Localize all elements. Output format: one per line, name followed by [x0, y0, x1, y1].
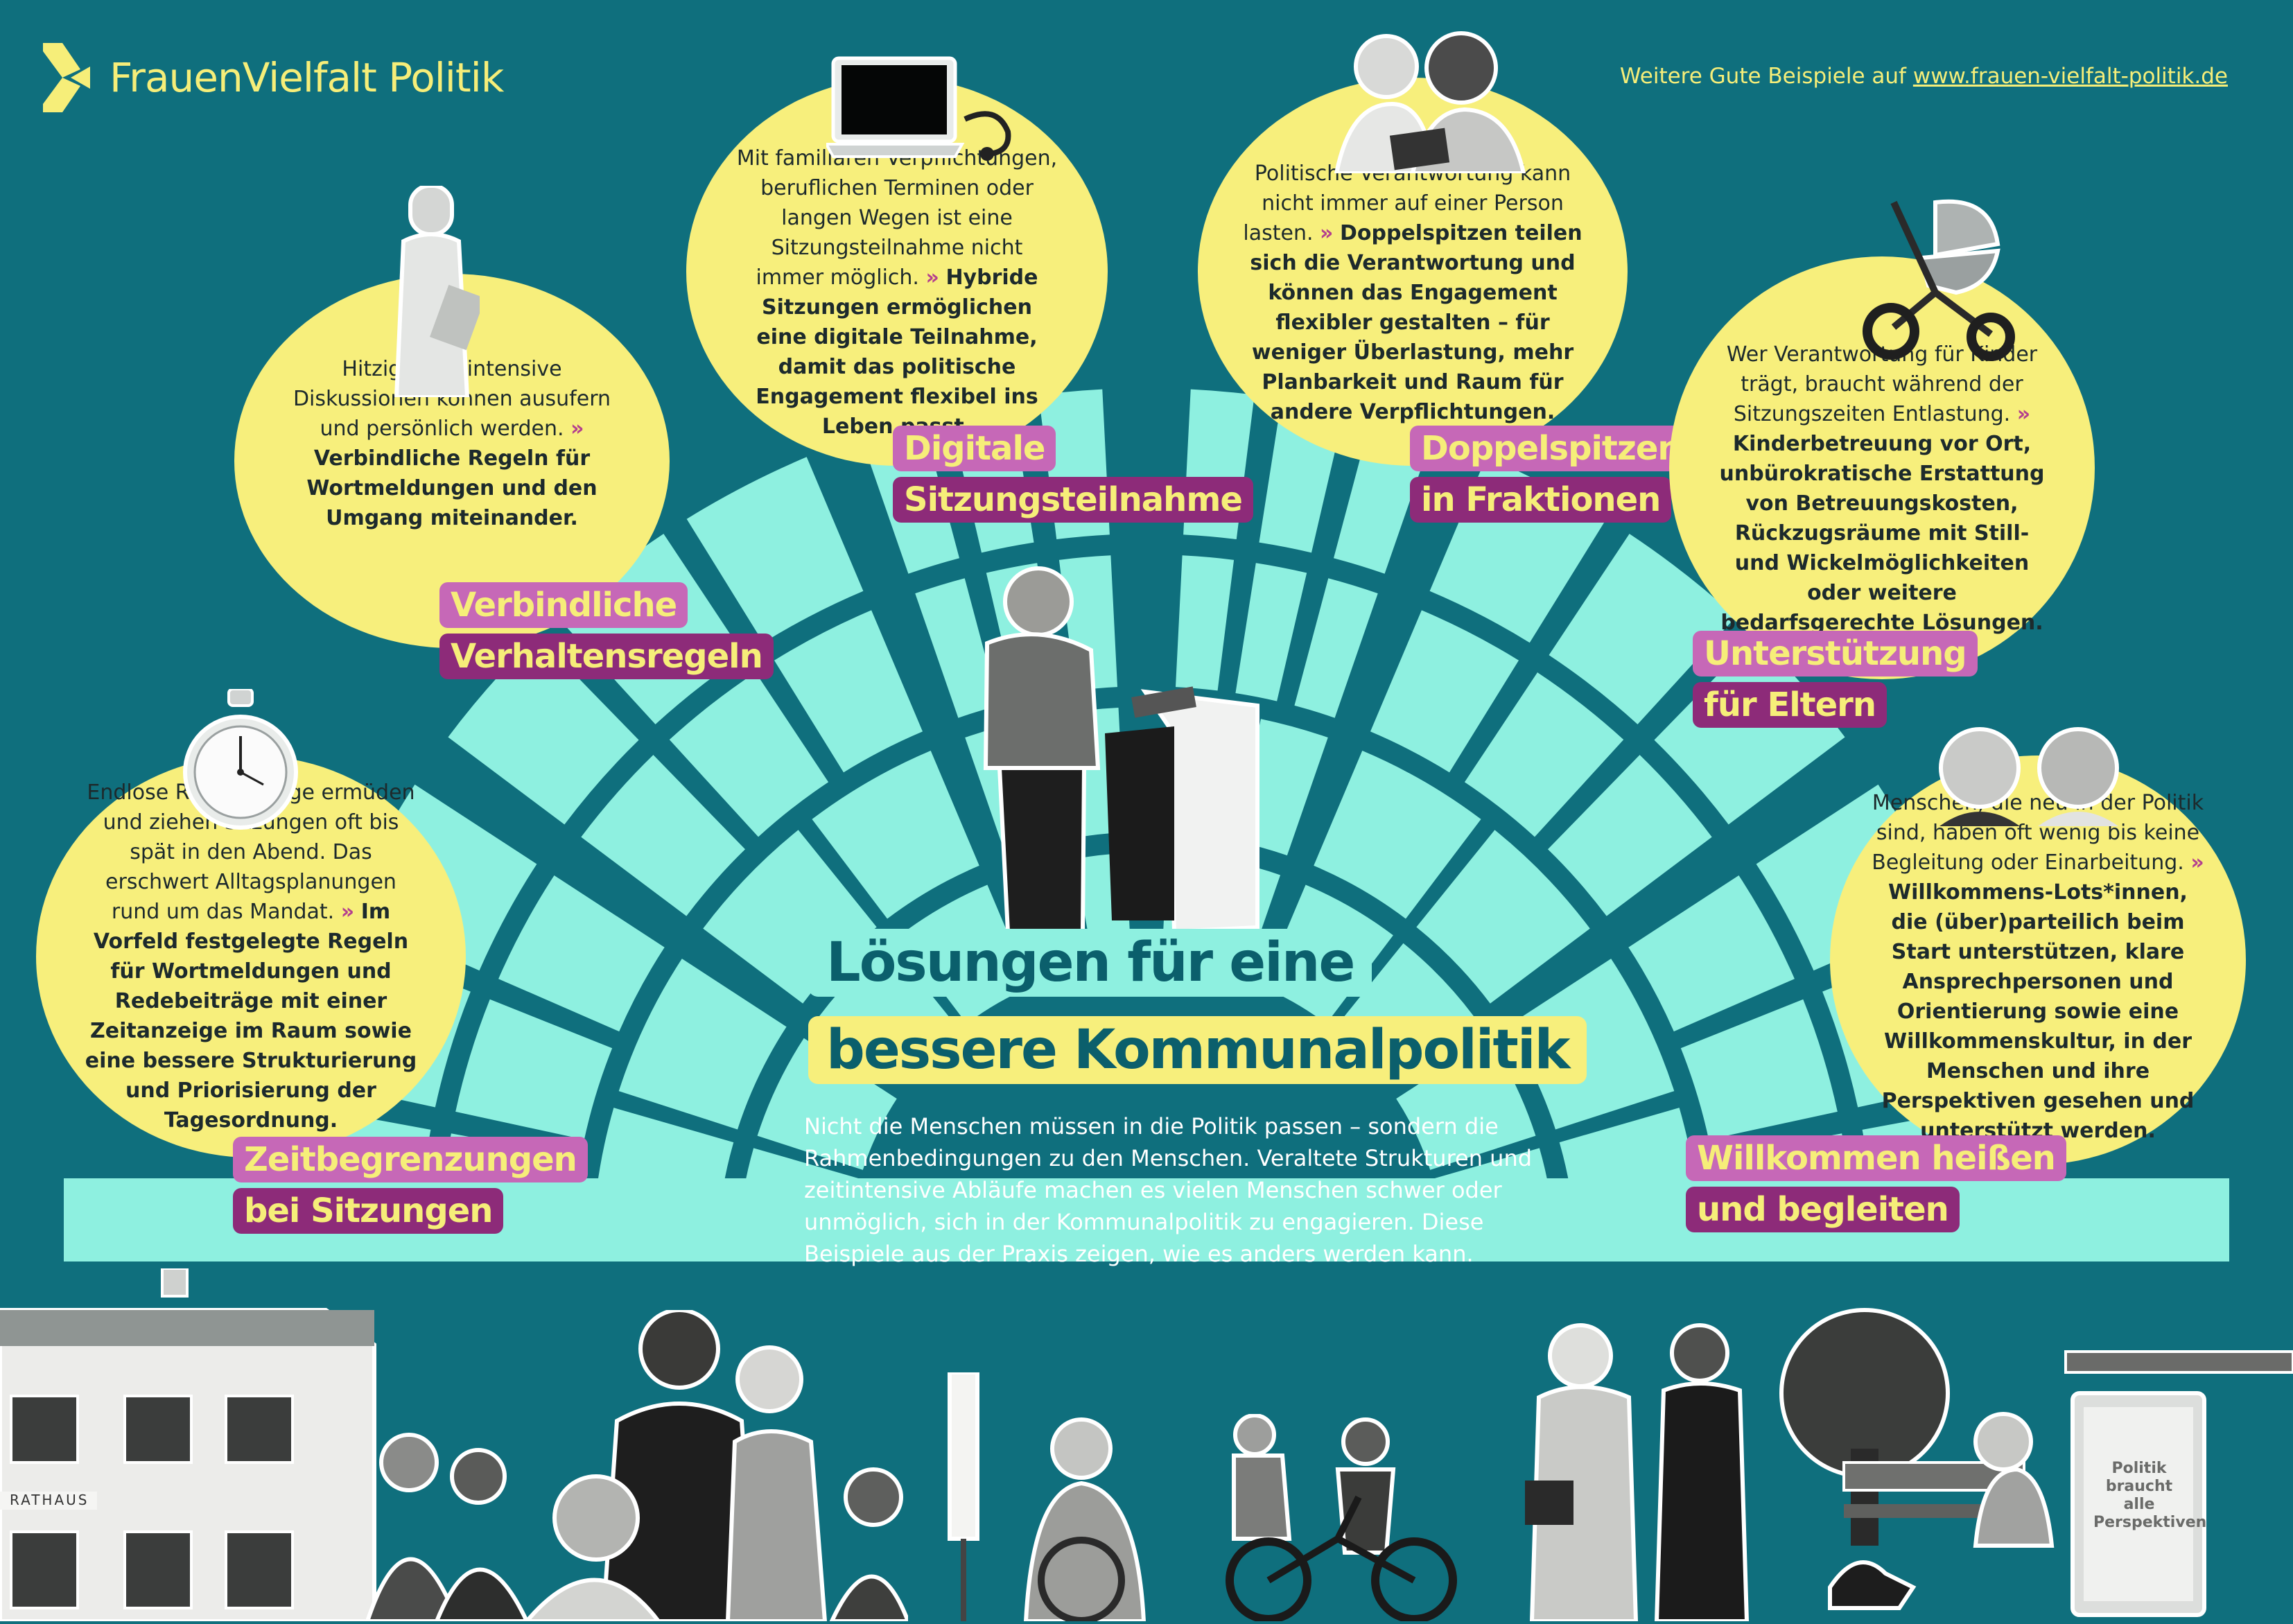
photo-audience-group — [354, 1308, 912, 1623]
arch-seat-block — [448, 636, 639, 825]
photo-park-bench-bus-stop: Politik braucht alle Perspektiven — [1775, 1296, 2293, 1621]
stopwatch-icon — [182, 688, 299, 835]
headline-line-1-box: Lösungen für eine — [808, 929, 1372, 997]
bubble-text: Mit familiären Verpflichtungen, beruflic… — [736, 146, 1058, 439]
arch-seat-block — [812, 751, 979, 919]
arch-seat-block — [1235, 563, 1307, 701]
tag-line-1: Doppelspitzen — [1410, 426, 1692, 471]
tag-line-1: Willkommen heißen — [1686, 1135, 2066, 1181]
photo-walking-people — [1518, 1321, 1768, 1623]
tag-line-1: Zeitbegrenzungen — [233, 1137, 588, 1182]
bubble-text: Menschen, die neu in der Politik sind, h… — [1872, 791, 2204, 1143]
photo-rathaus: RATHAUS — [0, 1267, 380, 1623]
arch-seat-block — [1294, 578, 1378, 718]
website-prefix: Weitere Gute Beispiele auf — [1619, 64, 1906, 89]
arch-seat-block — [455, 999, 613, 1140]
logo-text: FrauenVielfalt Politik — [110, 54, 504, 101]
arch-seat-block — [581, 755, 746, 916]
bubble-text: Hitzige und intensive Diskussionen könne… — [293, 357, 611, 530]
arch-seat-block — [1175, 555, 1235, 691]
photo-speaker-lectern — [966, 560, 1260, 934]
arch-seat-block — [1464, 672, 1624, 837]
arch-seat-block — [1549, 534, 1736, 725]
arch-seat-block — [1680, 999, 1838, 1140]
arch-seat-block — [618, 959, 787, 1130]
logo-icon — [43, 43, 90, 112]
arch-seat-block — [1416, 830, 1590, 1004]
tag-zeitbegrenzungen: Zeitbegrenzungen bei Sitzungen — [233, 1137, 588, 1234]
arch-seat-block — [1628, 875, 1795, 1032]
bubble-text: Politische Verantwortung kann nicht imme… — [1243, 161, 1583, 424]
arch-seat-block — [1547, 755, 1712, 916]
arch-seat-block — [686, 457, 864, 643]
laptop-icon — [823, 55, 1026, 164]
bubble-eltern: Wer Verantwortung für Kinder trägt, brau… — [1669, 256, 2095, 679]
tag-line-2: für Eltern — [1693, 682, 1887, 728]
website-link[interactable]: www.frauen-vielfalt-politik.de — [1912, 64, 2228, 89]
headline-line-2-box: bessere Kommunalpolitik — [808, 1016, 1587, 1084]
headline-line-1: Lösungen für eine — [808, 929, 1372, 997]
bubble-willkommen: Menschen, die neu in der Politik sind, h… — [1830, 756, 2246, 1164]
tag-line-1: Unterstützung — [1693, 631, 1978, 676]
arch-seat-block — [757, 1038, 897, 1170]
tag-eltern: Unterstützung für Eltern — [1693, 631, 1978, 728]
tag-digitale-sitzung: Digitale Sitzungsteilnahme — [893, 426, 1253, 523]
tag-doppelspitzen: Doppelspitzen in Fraktionen — [1410, 426, 1692, 523]
tag-line-1: Verbindliche — [439, 582, 688, 628]
bubble-text: Endlose Redebeiträge ermüden und ziehen … — [85, 780, 417, 1133]
bubble-text: Wer Verantwortung für Kinder trägt, brau… — [1719, 342, 2045, 635]
tag-line-2: Verhaltensregeln — [439, 634, 774, 679]
stroller-icon — [1852, 189, 2025, 362]
tag-line-2: bei Sitzungen — [233, 1188, 504, 1234]
website-line: Weitere Gute Beispiele auf www.frauen-vi… — [1620, 64, 2228, 89]
bubble-digitale-sitzung: Mit familiären Verpflichtungen, beruflic… — [686, 78, 1108, 466]
photo-two-women-tablet — [1323, 28, 1528, 175]
billboard-text: Politik braucht alle Perspektiven — [2093, 1460, 2207, 1531]
arch-seat-block — [669, 672, 829, 837]
tag-line-2: in Fraktionen — [1410, 477, 1672, 523]
arch-seat-block — [1370, 610, 1519, 773]
tag-willkommen: Willkommen heißen und begleiten — [1686, 1135, 2066, 1232]
intro-paragraph: Nicht die Menschen müssen in die Politik… — [804, 1113, 1533, 1267]
tag-line-1: Digitale — [893, 426, 1056, 471]
tag-line-2: und begleiten — [1686, 1187, 1960, 1232]
headline-line-2: bessere Kommunalpolitik — [808, 1016, 1587, 1084]
arch-seat-block — [915, 578, 999, 718]
logo[interactable]: FrauenVielfalt Politik — [43, 43, 504, 112]
tag-line-2: Sitzungsteilnahme — [893, 477, 1253, 523]
arch-seat-block — [1506, 959, 1675, 1130]
arch-seat-block — [774, 610, 923, 773]
arch-seat-block — [1314, 751, 1481, 919]
tag-verhaltensregeln: Verbindliche Verhaltensregeln — [439, 582, 774, 679]
rathaus-sign: RATHAUS — [10, 1492, 89, 1508]
photo-bicycle — [1213, 1413, 1463, 1623]
arch-seat-block — [498, 875, 665, 1032]
photo-speaker-woman — [390, 184, 485, 399]
photo-flipchart-wheelchair — [943, 1370, 1158, 1624]
photo-two-women-portraits — [1930, 722, 2131, 826]
